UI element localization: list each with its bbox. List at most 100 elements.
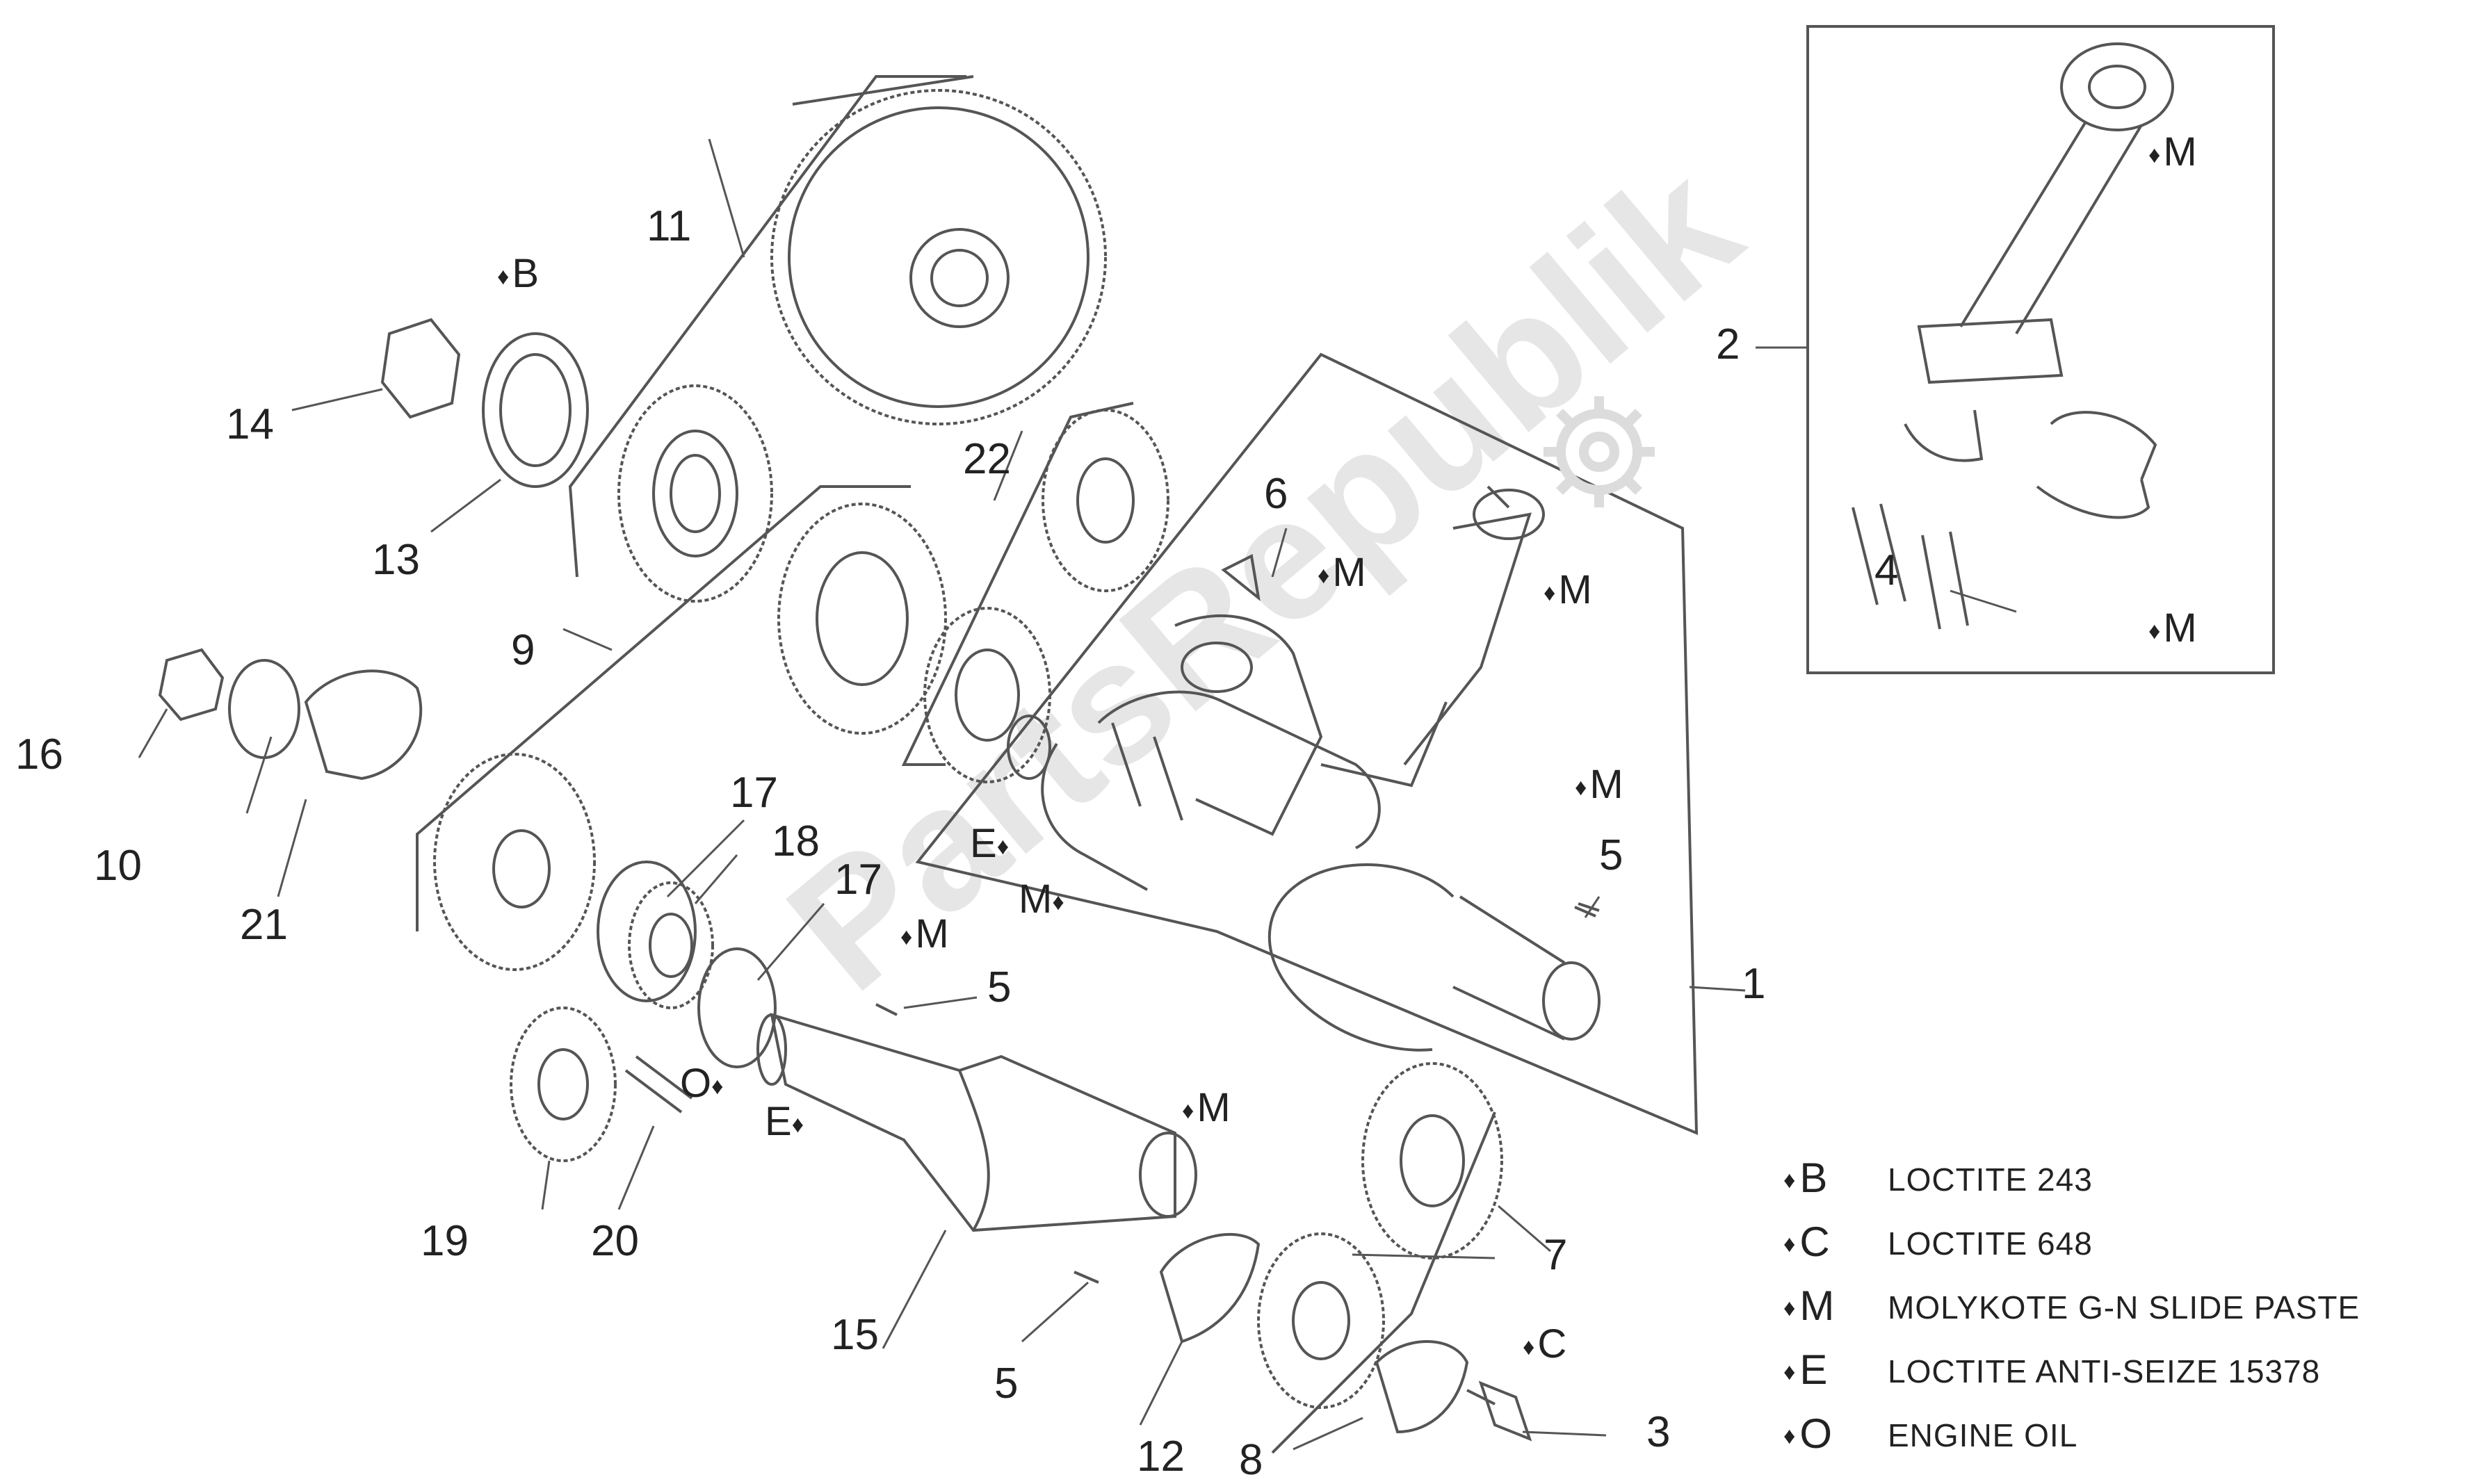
key-5-lower — [1074, 1271, 1099, 1284]
gear-7-lower — [1257, 1232, 1385, 1409]
gear-7-upper — [1361, 1062, 1503, 1259]
rod-inset-box — [1806, 25, 2275, 674]
legend-code: E — [1799, 1346, 1828, 1393]
droplet-icon: ♦ — [1052, 889, 1064, 915]
gear-22-upper — [1042, 409, 1169, 592]
droplet-icon: ♦ — [996, 833, 1010, 860]
mark-m-left: M♦ — [1019, 876, 1064, 922]
leader-lines — [138, 138, 2017, 1451]
droplet-icon: ♦ — [900, 924, 913, 950]
callout-6: 6 — [1264, 470, 1288, 518]
callout-9: 9 — [511, 626, 535, 674]
callout-17-lower: 17 — [834, 856, 882, 904]
callout-4: 4 — [1874, 546, 1899, 594]
legend-desc: ENGINE OIL — [1888, 1417, 2078, 1453]
mark-c-bolt: ♦C — [1523, 1321, 1567, 1367]
washer-17b — [697, 947, 777, 1068]
droplet-icon: ♦ — [1544, 580, 1556, 606]
droplet-icon: ♦ — [1575, 774, 1587, 801]
bracket-7 — [1271, 1111, 1496, 1454]
crankshaft — [1007, 485, 1601, 1052]
cam-gear-large — [770, 75, 1107, 425]
callout-16: 16 — [15, 731, 63, 778]
nut-14 — [380, 318, 461, 419]
callout-12: 12 — [1137, 1433, 1185, 1481]
legend-desc: LOCTITE 648 — [1888, 1225, 2093, 1262]
gear-9-lower — [433, 753, 596, 971]
mark-b-nut: ♦B — [497, 251, 540, 296]
mark-e-shaft: E♦ — [765, 1099, 804, 1144]
droplet-icon: ♦ — [497, 263, 510, 290]
legend-desc: LOCTITE 243 — [1888, 1161, 2093, 1198]
droplet-icon: ♦ — [791, 1111, 804, 1138]
droplet-icon: ♦ — [711, 1073, 724, 1100]
callout-3: 3 — [1646, 1408, 1671, 1456]
callout-5-shaft: 5 — [987, 963, 1012, 1011]
nut-16 — [158, 648, 225, 721]
washer-10 — [228, 659, 300, 759]
callout-7: 7 — [1544, 1231, 1568, 1279]
callout-10: 10 — [94, 842, 142, 890]
mark-m-rod: ♦M — [1544, 567, 1592, 612]
plate-21 — [304, 669, 423, 781]
callout-21: 21 — [240, 901, 288, 949]
droplet-icon: ♦ — [1783, 1423, 1796, 1449]
callout-5-crank: 5 — [1599, 831, 1623, 879]
callout-11: 11 — [647, 202, 692, 250]
mark-m-journal: ♦M — [1575, 762, 1623, 807]
legend-code: M — [1799, 1282, 1835, 1329]
callout-13: 13 — [372, 536, 420, 584]
callout-8: 8 — [1239, 1436, 1263, 1484]
mark-m-inset-top: ♦M — [2148, 129, 2197, 174]
mark-m-shaft: ♦M — [900, 911, 949, 956]
legend-code: B — [1799, 1155, 1828, 1201]
callout-18: 18 — [772, 817, 820, 865]
legend-desc: LOCTITE ANTI-SEIZE 15378 — [1888, 1353, 2321, 1389]
key-5-crank — [1574, 906, 1596, 918]
droplet-icon: ♦ — [1318, 562, 1330, 589]
droplet-icon: ♦ — [2148, 142, 2161, 168]
droplet-icon: ♦ — [2148, 618, 2161, 644]
gear-upper-mid — [617, 384, 773, 603]
callout-14: 14 — [226, 400, 274, 448]
plate-8 — [1375, 1340, 1469, 1434]
balance-shaft — [756, 1013, 1197, 1232]
droplet-icon: ♦ — [1783, 1295, 1796, 1321]
gear-19 — [510, 1006, 617, 1162]
bracket-11 — [568, 75, 966, 578]
legend-code: O — [1799, 1410, 1833, 1457]
watermark-gear-icon — [1544, 396, 1655, 507]
bracket-22 — [901, 402, 1134, 766]
callout-19: 19 — [421, 1217, 469, 1265]
droplet-icon: ♦ — [1182, 1098, 1194, 1124]
callout-22: 22 — [963, 435, 1011, 483]
bolt-3 — [1466, 1380, 1532, 1442]
mark-m-pin: ♦M — [1318, 550, 1366, 595]
mark-o-oil: O♦ — [680, 1061, 724, 1106]
gear-18 — [628, 881, 714, 1009]
washer-13 — [482, 332, 589, 488]
bracket-9 — [416, 485, 911, 931]
callout-15: 15 — [831, 1311, 879, 1359]
droplet-icon: ♦ — [1783, 1167, 1796, 1193]
callout-1: 1 — [1742, 960, 1766, 1008]
inset-connecting-rod — [1852, 42, 2174, 630]
pin-20 — [624, 1055, 693, 1114]
key-5-shaft — [875, 1003, 898, 1016]
callout-5-lower: 5 — [994, 1360, 1019, 1408]
crankshaft-group-outline — [915, 352, 1699, 1136]
legend-desc: MOLYKOTE G-N SLIDE PASTE — [1888, 1289, 2360, 1326]
legend-code: C — [1799, 1218, 1830, 1265]
callout-2: 2 — [1716, 320, 1740, 368]
droplet-icon: ♦ — [1783, 1359, 1796, 1385]
callout-17-upper: 17 — [730, 769, 778, 817]
washer-17a — [597, 861, 697, 1002]
callout-20: 20 — [591, 1217, 639, 1265]
droplet-icon: ♦ — [1783, 1231, 1796, 1257]
droplet-icon: ♦ — [1523, 1334, 1535, 1360]
gear-9-upper — [777, 503, 947, 735]
plate-12 — [1159, 1233, 1261, 1344]
mark-m-inset-bottom: ♦M — [2148, 605, 2197, 651]
